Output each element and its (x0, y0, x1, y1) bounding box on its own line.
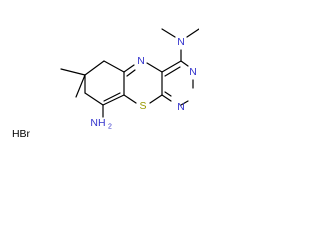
bond-r2 (180, 60, 189, 67)
atom-nh2: NH 2 (90, 117, 112, 131)
bond-c4 (149, 94, 163, 104)
bond-l1 (84, 60, 105, 76)
bond-r5 (161, 94, 172, 102)
bond-r1b (164, 66, 181, 77)
atom-n-dimethyl: N (177, 36, 185, 48)
bond-l4 (102, 94, 125, 106)
bond-c2 (146, 62, 163, 73)
atom-n-pyrimidine-top: N (189, 66, 197, 78)
chemical-structure: N N N N S NH 2 HBr (12, 28, 199, 140)
bond-nme-1 (161, 28, 176, 38)
atom-n-ring-top: N (137, 55, 145, 67)
atom-s-ring: S (139, 100, 146, 112)
bond-r4 (180, 100, 189, 106)
atom-n-pyrimidine-bottom: N (177, 101, 185, 113)
atom-nh2-label: NH (90, 117, 105, 129)
bond-c5 (123, 94, 137, 104)
bond-l2 (103, 60, 125, 73)
bond-r1 (161, 60, 182, 73)
bond-methyl-1 (60, 68, 86, 76)
bond-r5b (164, 91, 172, 97)
atom-nh2-subscript: 2 (108, 124, 112, 131)
bond-c1 (123, 64, 135, 73)
bond-l4b (103, 92, 121, 102)
bond-methyl-2 (75, 74, 86, 98)
bond-nme-2 (186, 28, 199, 38)
salt-label: HBr (12, 128, 31, 140)
bond-c1b (126, 69, 136, 77)
bond-lines (60, 28, 199, 118)
bond-l5 (84, 92, 104, 106)
